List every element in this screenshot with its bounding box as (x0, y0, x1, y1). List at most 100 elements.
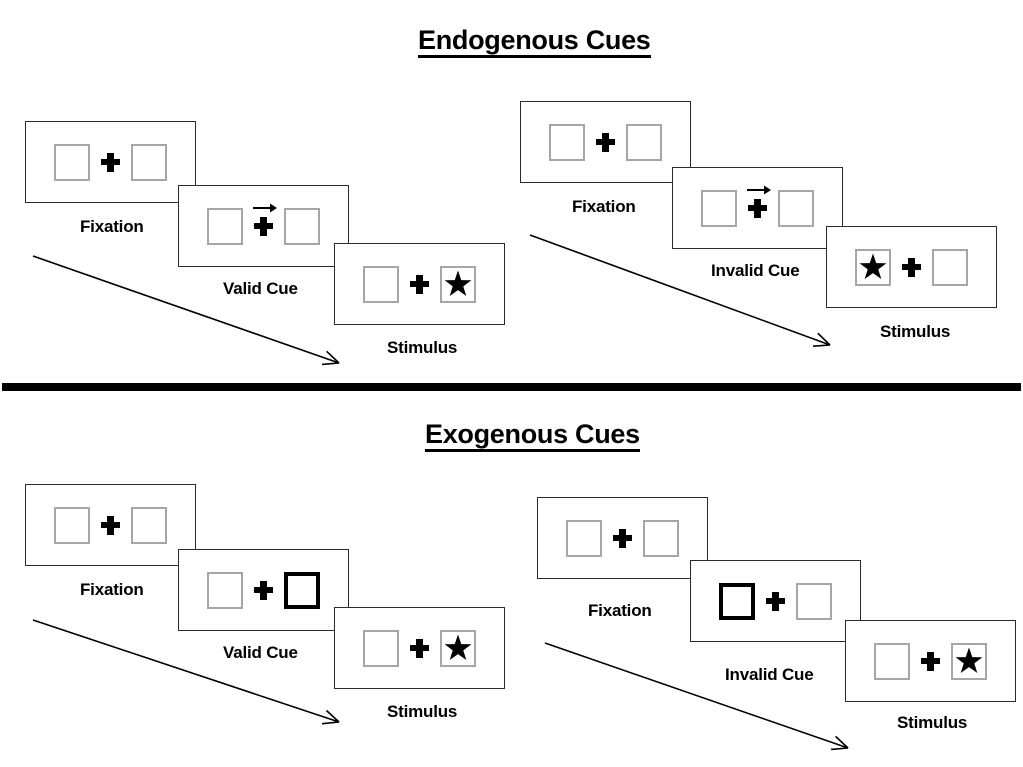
fixation-cross-icon (921, 651, 940, 671)
spacer-right (785, 601, 796, 602)
trial-frame-exogenous-valid-stimulus (334, 607, 505, 689)
trial-frame-endogenous-valid-stimulus (334, 243, 505, 325)
spacer-left (602, 538, 613, 539)
trial-frame-exogenous-valid-fixation (25, 484, 196, 566)
stage-label-endogenous-invalid-fixation: Fixation (572, 197, 636, 216)
section-divider (2, 383, 1021, 391)
stage-label-exogenous-valid-cue: Valid Cue (223, 643, 298, 662)
placeholder-box-left (874, 642, 910, 680)
placeholder-box-right (131, 143, 167, 181)
placeholder-box-left (207, 207, 243, 245)
placeholder-box-right (626, 123, 662, 161)
spacer-left (755, 601, 766, 602)
spacer-left (399, 648, 410, 649)
fixation-cross-icon (254, 216, 273, 236)
placeholder-box-left (701, 189, 737, 227)
spacer-right (632, 538, 643, 539)
fixation-with-cue (747, 185, 771, 218)
spacer-left (243, 226, 254, 227)
star-icon (444, 270, 472, 297)
stage-label-exogenous-invalid-fixation: Fixation (588, 601, 652, 620)
placeholder-box-left (54, 143, 90, 181)
arrow-right-icon (747, 185, 771, 194)
target-box-left (855, 248, 891, 286)
stage-label-endogenous-invalid-stimulus: Stimulus (880, 322, 951, 341)
directional-cue-slot (747, 185, 771, 218)
star-icon (955, 647, 983, 674)
trial-frame-content (179, 186, 348, 266)
arrow-right-icon (253, 203, 277, 212)
placeholder-box-right (643, 519, 679, 557)
fixation-cross-icon (902, 257, 921, 277)
stage-label-endogenous-invalid-cue: Invalid Cue (711, 261, 800, 280)
fixation-with-cue (253, 203, 277, 236)
placeholder-box-left (566, 519, 602, 557)
spacer-right (921, 267, 932, 268)
fixation-cross-icon (254, 580, 273, 600)
fixation-cross-icon (410, 638, 429, 658)
stage-label-endogenous-valid-cue: Valid Cue (223, 279, 298, 298)
trial-frame-content (26, 122, 195, 202)
target-box-right (440, 265, 476, 303)
trial-frame-content (691, 561, 860, 641)
stage-label-exogenous-invalid-stimulus: Stimulus (897, 713, 968, 732)
flow-arrow-exogenous-invalid (544, 642, 849, 751)
trial-frame-exogenous-invalid-stimulus (845, 620, 1016, 702)
trial-frame-content (827, 227, 996, 307)
stage-label-exogenous-valid-fixation: Fixation (80, 580, 144, 599)
trial-frame-exogenous-invalid-fixation (537, 497, 708, 579)
trial-frame-content (521, 102, 690, 182)
trial-frame-exogenous-valid-cue (178, 549, 349, 631)
star-icon (859, 253, 887, 280)
cued-box-left (719, 582, 755, 620)
placeholder-box-right (778, 189, 814, 227)
spacer-left (90, 525, 101, 526)
trial-frame-content (179, 550, 348, 630)
target-box-right (951, 642, 987, 680)
trial-frame-endogenous-invalid-cue (672, 167, 843, 249)
spacer-left (910, 661, 921, 662)
placeholder-box-left (549, 123, 585, 161)
spacer-right (120, 525, 131, 526)
spacer-right (273, 226, 284, 227)
placeholder-box-left (363, 265, 399, 303)
trial-frame-content (335, 244, 504, 324)
fixation-cross-icon (101, 152, 120, 172)
fixation-cross-icon (596, 132, 615, 152)
section-title-endogenous: Endogenous Cues (418, 26, 651, 59)
trial-frame-content (335, 608, 504, 688)
fixation-cross-icon (613, 528, 632, 548)
placeholder-box-right (796, 582, 832, 620)
spacer-right (615, 142, 626, 143)
spacer-left (399, 284, 410, 285)
spacer-right (940, 661, 951, 662)
spacer-right (120, 162, 131, 163)
fixation-cross-icon (101, 515, 120, 535)
spacer-left (891, 267, 902, 268)
placeholder-box-left (363, 629, 399, 667)
stage-label-endogenous-valid-fixation: Fixation (80, 217, 144, 236)
cued-box-right (284, 571, 320, 609)
target-box-right (440, 629, 476, 667)
stage-label-exogenous-valid-stimulus: Stimulus (387, 702, 458, 721)
spacer-right (429, 648, 440, 649)
trial-frame-endogenous-invalid-fixation (520, 101, 691, 183)
placeholder-box-left (54, 506, 90, 544)
fixation-cross-icon (410, 274, 429, 294)
trial-frame-endogenous-valid-fixation (25, 121, 196, 203)
fixation-cross-icon (748, 198, 767, 218)
placeholder-box-right (284, 207, 320, 245)
directional-cue-slot (253, 203, 277, 236)
spacer-right (273, 590, 284, 591)
spacer-right (767, 208, 778, 209)
trial-frame-content (673, 168, 842, 248)
trial-frame-endogenous-invalid-stimulus (826, 226, 997, 308)
placeholder-box-left (207, 571, 243, 609)
fixation-cross-icon (766, 591, 785, 611)
trial-frame-endogenous-valid-cue (178, 185, 349, 267)
spacer-right (429, 284, 440, 285)
placeholder-box-right (131, 506, 167, 544)
spacer-left (585, 142, 596, 143)
trial-frame-content (846, 621, 1015, 701)
